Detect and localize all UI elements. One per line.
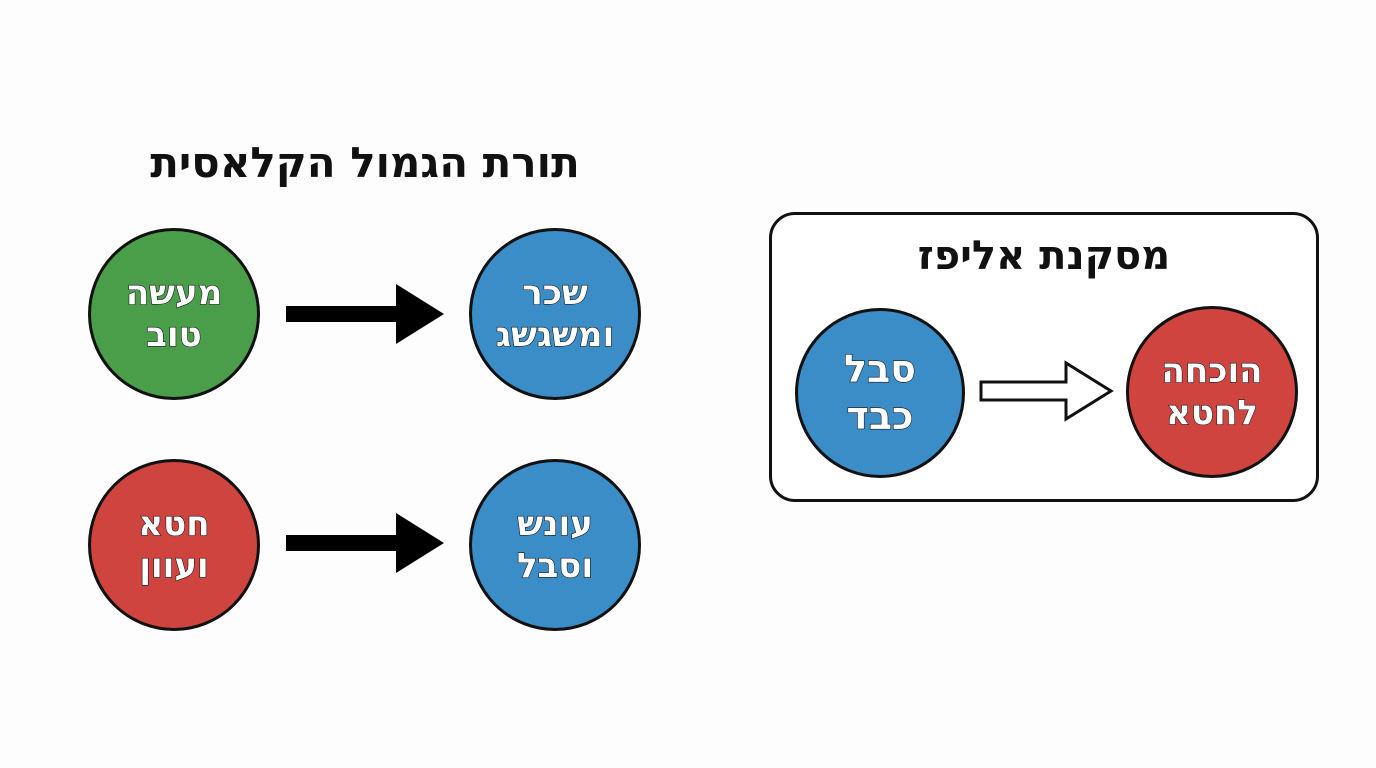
reward-line1: שכר <box>522 272 589 313</box>
diagram-title: תורת הגמול הקלאסית <box>150 138 580 187</box>
reward-line2: ומשגשג <box>495 314 615 355</box>
punishment-line2: וסבל <box>516 545 594 586</box>
proof-of-sin-circle: הוכחה לחטא <box>1126 306 1298 478</box>
suffering-line2: כבד <box>846 393 914 438</box>
proof-line1: הוכחה <box>1161 350 1263 391</box>
punishment-line1: עונש <box>517 503 594 544</box>
suffering-line1: סבל <box>843 346 916 391</box>
proof-line2: לחטא <box>1166 392 1259 433</box>
hollow-arrow-icon <box>979 360 1114 422</box>
solid-arrow-icon <box>286 513 444 573</box>
sin-line2: ועוון <box>139 545 210 586</box>
good-deed-circle: מעשה טוב <box>88 228 260 400</box>
good-deed-line2: טוב <box>146 314 203 355</box>
sin-line1: חטא <box>138 503 210 544</box>
solid-arrow-icon <box>286 284 444 344</box>
conclusion-title: מסקנת אליפז <box>917 233 1171 279</box>
sin-circle: חטא ועוון <box>88 459 260 631</box>
punishment-circle: עונש וסבל <box>469 459 641 631</box>
good-deed-line1: מעשה <box>125 272 223 313</box>
heavy-suffering-circle: סבל כבד <box>795 308 965 478</box>
reward-circle: שכר ומשגשג <box>469 228 641 400</box>
